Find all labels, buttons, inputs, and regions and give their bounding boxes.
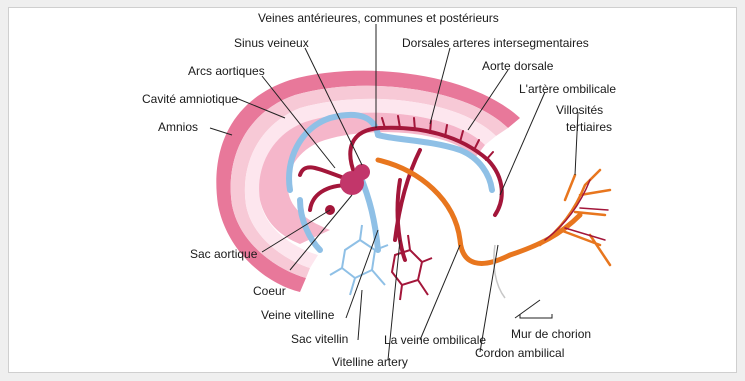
sinus-venosus-node bbox=[354, 164, 370, 180]
label-arcs-aortiques: Arcs aortiques bbox=[188, 64, 265, 78]
leader-sac-vitellin bbox=[358, 290, 362, 340]
mur-chorion-bracket bbox=[520, 314, 552, 318]
label-veine-vitelline: Veine vitelline bbox=[261, 308, 335, 322]
leader-mur-chorion bbox=[515, 300, 540, 318]
label-artere-ombilicale: L'artère ombilicale bbox=[519, 82, 616, 96]
label-cordon-ombilical: Cordon ambilical bbox=[475, 346, 564, 360]
label-dorsales-arteres: Dorsales arteres intersegmentaires bbox=[402, 36, 589, 50]
amnion-layer bbox=[216, 71, 520, 292]
label-coeur: Coeur bbox=[253, 284, 286, 298]
label-veine-ombilicale: La veine ombilicale bbox=[384, 333, 486, 347]
label-mur-chorion: Mur de chorion bbox=[511, 327, 591, 341]
vitelline-artery-network bbox=[392, 235, 432, 300]
label-sac-aortique: Sac aortique bbox=[190, 247, 258, 261]
label-vitelline-artery: Vitelline artery bbox=[332, 355, 408, 369]
label-tertiaires: tertiaires bbox=[566, 120, 612, 134]
vitelline-vein-network bbox=[330, 225, 388, 295]
umbilical-cord-outline bbox=[494, 245, 505, 298]
yolk-sac-network bbox=[330, 225, 432, 300]
label-veines: Veines antérieures, communes et postérie… bbox=[258, 11, 499, 25]
label-sinus-veineux: Sinus veineux bbox=[234, 36, 309, 50]
label-sac-vitellin: Sac vitellin bbox=[291, 332, 348, 346]
label-aorte-dorsale: Aorte dorsale bbox=[482, 59, 554, 73]
label-cavite-amniotique: Cavité amniotique bbox=[142, 92, 238, 106]
labels: Veines antérieures, communes et postérie… bbox=[142, 11, 616, 369]
label-villosites: Villosités bbox=[556, 103, 603, 117]
leader-artere-ombilicale bbox=[500, 92, 545, 195]
label-amnios: Amnios bbox=[158, 120, 198, 134]
